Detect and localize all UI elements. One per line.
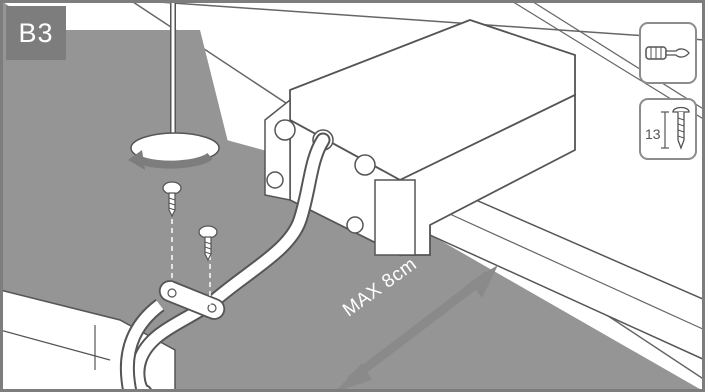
clip-hole-2 <box>208 304 216 312</box>
connector-screw-1 <box>267 172 283 188</box>
clip-hole-1 <box>168 289 176 297</box>
connector-hole-3 <box>355 155 375 175</box>
screwdriver-icon <box>641 24 695 82</box>
tool-card-screwdriver <box>639 22 697 84</box>
screw-count: 13 <box>645 126 661 142</box>
step-label: B3 <box>6 6 66 60</box>
connector-hole-1 <box>275 120 295 140</box>
connector-foot <box>375 180 415 255</box>
connector-screw-2 <box>347 217 363 233</box>
tool-card-screw: 13 <box>639 98 697 160</box>
